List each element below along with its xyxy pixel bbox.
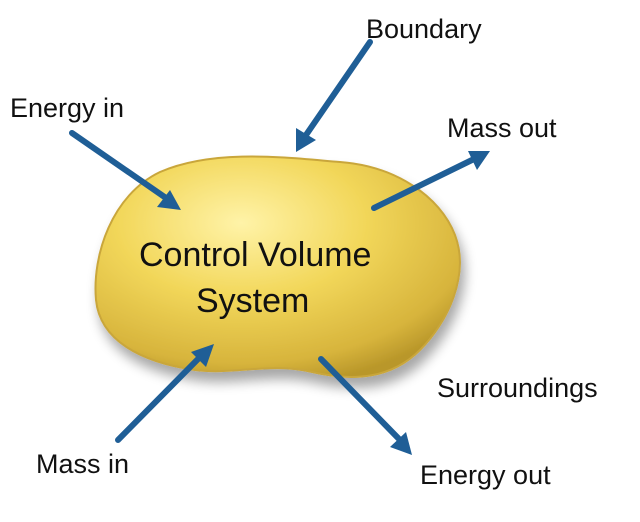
mass-out-arrow (371, 151, 490, 211)
energy-out-arrow (318, 356, 412, 455)
surroundings-label: Surroundings (437, 373, 598, 403)
mass-in-arrow (115, 344, 214, 443)
boundary-arrow (296, 39, 373, 152)
control-volume-label: Control Volume (139, 236, 371, 274)
mass-out-label: Mass out (447, 113, 557, 143)
mass-in-label: Mass in (36, 449, 129, 479)
energy-in-arrow (69, 130, 181, 210)
system-label: System (196, 282, 309, 320)
boundary-label: Boundary (366, 14, 482, 44)
energy-in-label: Energy in (10, 93, 124, 123)
energy-out-label: Energy out (420, 460, 551, 490)
control-volume-blob (94, 155, 461, 378)
